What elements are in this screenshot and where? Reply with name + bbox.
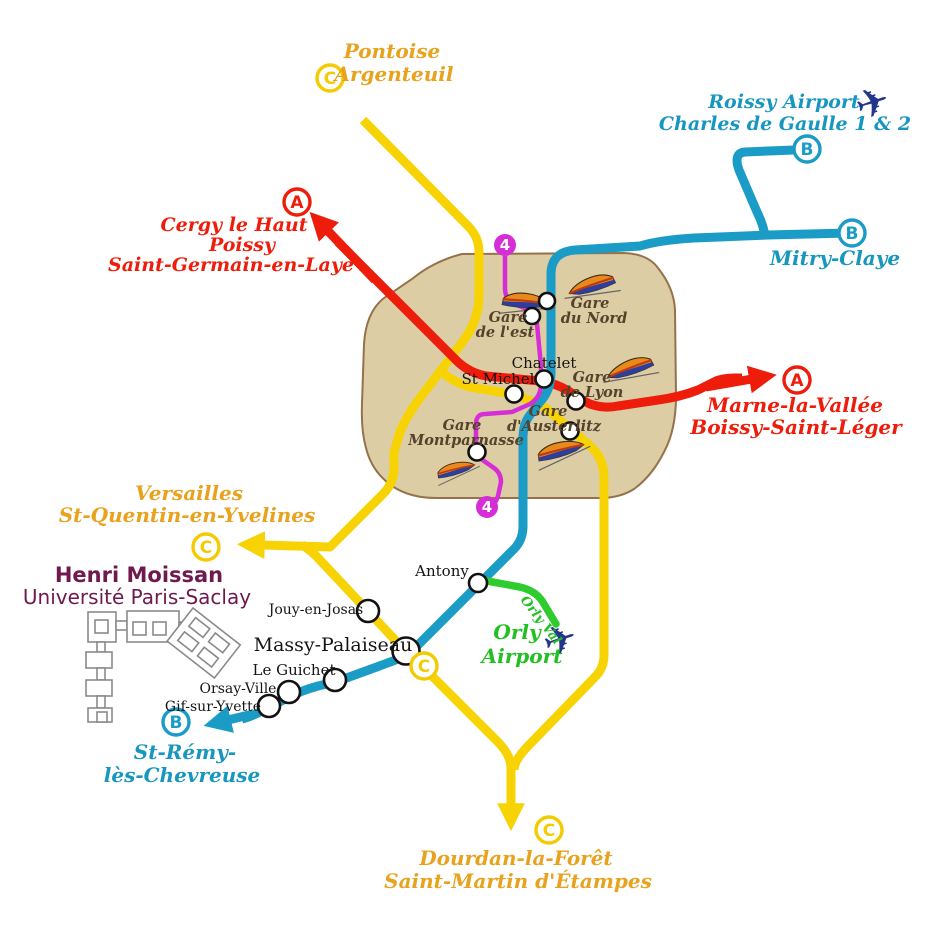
label-versailles-1: Versailles xyxy=(135,481,243,505)
rer-b-line-roissy-branch xyxy=(732,145,795,238)
station-marker-jouy-en-josas xyxy=(355,598,381,624)
station-marker-gare-de-lest xyxy=(522,306,542,326)
line-badges: C C C C A A B B xyxy=(161,63,867,845)
station-marker-gare-montparnasse xyxy=(467,442,487,462)
rer-a-arrow-cergy xyxy=(309,211,379,284)
label-gare-austerlitz-2: d'Austerlitz xyxy=(507,418,602,435)
label-le-guichet: Le Guichet xyxy=(252,661,335,679)
badge-4-south-number: 4 xyxy=(482,498,492,516)
label-roissy-2: Charles de Gaulle 1 & 2 xyxy=(659,113,911,135)
badge-a-marne-letter: A xyxy=(790,371,804,391)
label-massy-palaiseau: Massy-Palaiseau xyxy=(254,634,413,656)
station-marker-gare-de-lyon xyxy=(566,391,586,411)
rer-a-line xyxy=(309,211,777,412)
label-mitry: Mitry-Claye xyxy=(769,246,900,270)
badge-b-mitry-letter: B xyxy=(846,224,859,244)
label-gare-de-lyon-1: Gare xyxy=(573,369,612,386)
badge-a-cergy-letter: A xyxy=(290,193,304,213)
rer-c-line-pontoise-versailles xyxy=(236,116,484,560)
station-marker-antony xyxy=(467,572,489,594)
campus-name-label: Henri Moissan xyxy=(55,563,223,587)
label-gare-montparnasse-1: Gare xyxy=(443,417,482,434)
badge-c-massy: C xyxy=(409,651,439,681)
label-dourdan-2: Saint-Martin d'Étampes xyxy=(384,869,652,893)
label-pontoise-1: Pontoise xyxy=(343,39,441,63)
orlyval-line xyxy=(483,577,560,628)
label-versailles-2: St-Quentin-en-Yvelines xyxy=(59,503,316,527)
label-stremy-1: St-Rémy- xyxy=(134,740,236,764)
badge-c-versailles: C xyxy=(191,532,221,562)
badge-a-cergy: A xyxy=(282,187,312,217)
label-gare-austerlitz-1: Gare xyxy=(529,403,568,420)
badge-b-roissy-letter: B xyxy=(801,140,814,160)
label-chatelet: Chatelet xyxy=(512,354,577,372)
badge-c-dourdan: C xyxy=(534,815,564,845)
badge-c-pontoise-letter: C xyxy=(324,69,336,89)
label-orly-1: Orly xyxy=(493,620,542,644)
label-gare-du-nord-1: Gare xyxy=(571,295,610,312)
rer-b-line-main xyxy=(240,228,850,724)
campus-university-label: Université Paris-Saclay xyxy=(23,585,251,609)
label-gif-sur-yvette: Gif-sur-Yvette xyxy=(165,699,261,715)
badge-b-stremy-letter: B xyxy=(170,713,183,733)
station-marker-chatelet xyxy=(534,369,554,389)
label-cergy-2: Poissy xyxy=(208,234,277,256)
label-stremy-2: lès-Chevreuse xyxy=(104,763,260,787)
badge-c-pontoise: C xyxy=(315,63,345,93)
badge-c-versailles-letter: C xyxy=(200,538,212,558)
label-marne-1: Marne-la-Vallée xyxy=(706,393,883,417)
rer-c-line-stmichel-right xyxy=(436,366,609,771)
label-gare-montparnasse-2: Montparnasse xyxy=(407,432,524,449)
badge-b-roissy: B xyxy=(792,134,822,164)
badge-a-marne: A xyxy=(782,365,812,395)
label-gare-de-lest-2: de l'est xyxy=(476,324,535,341)
badge-c-dourdan-letter: C xyxy=(543,821,555,841)
badge-4-south: 4 xyxy=(476,496,498,518)
station-marker-gare-du-nord xyxy=(537,291,557,311)
label-cergy-1: Cergy le Haut xyxy=(161,214,308,236)
label-marne-2: Boissy-Saint-Léger xyxy=(689,415,903,439)
station-labels: Chatelet St Michel Antony Jouy-en-Josas … xyxy=(165,295,627,715)
rer-a-arrow-marne xyxy=(705,365,777,394)
campus-block: Henri Moissan Université Paris-Saclay xyxy=(23,563,251,723)
label-gare-de-lyon-2: de Lyon xyxy=(561,384,624,401)
station-marker-gif-sur-yvette xyxy=(256,693,282,719)
label-gare-du-nord-2: du Nord xyxy=(561,310,627,327)
destination-labels: Pontoise Argenteuil Roissy Airport Charl… xyxy=(59,39,911,893)
badge-b-stremy: B xyxy=(161,707,191,737)
badge-4-north-number: 4 xyxy=(500,236,510,254)
station-markers xyxy=(256,291,586,719)
station-marker-st-michel xyxy=(504,384,524,404)
badge-c-massy-letter: C xyxy=(418,657,430,677)
label-roissy-1: Roissy Airport xyxy=(707,91,860,113)
station-marker-orsay-ville xyxy=(276,679,302,705)
label-gare-de-lest-1: Gare xyxy=(489,309,528,326)
label-pontoise-2: Argenteuil xyxy=(332,62,453,86)
label-cergy-3: Saint-Germain-en-Laye xyxy=(108,254,354,276)
badge-b-mitry: B xyxy=(837,218,867,248)
rer-b-line xyxy=(203,145,850,733)
campus-building-plan xyxy=(85,606,242,723)
label-jouy-en-josas: Jouy-en-Josas xyxy=(267,602,364,618)
label-antony: Antony xyxy=(414,562,469,580)
station-marker-gare-austerlitz xyxy=(560,421,580,441)
station-marker-le-guichet xyxy=(322,667,348,693)
rer-b-arrow-stremy xyxy=(203,705,255,733)
badge-4-north: 4 xyxy=(494,234,516,256)
label-orsay-ville: Orsay-Ville xyxy=(200,681,277,697)
label-st-michel: St Michel xyxy=(462,370,535,388)
label-orly-2: Airport xyxy=(480,644,564,668)
label-dourdan-1: Dourdan-la-Forêt xyxy=(418,846,613,870)
